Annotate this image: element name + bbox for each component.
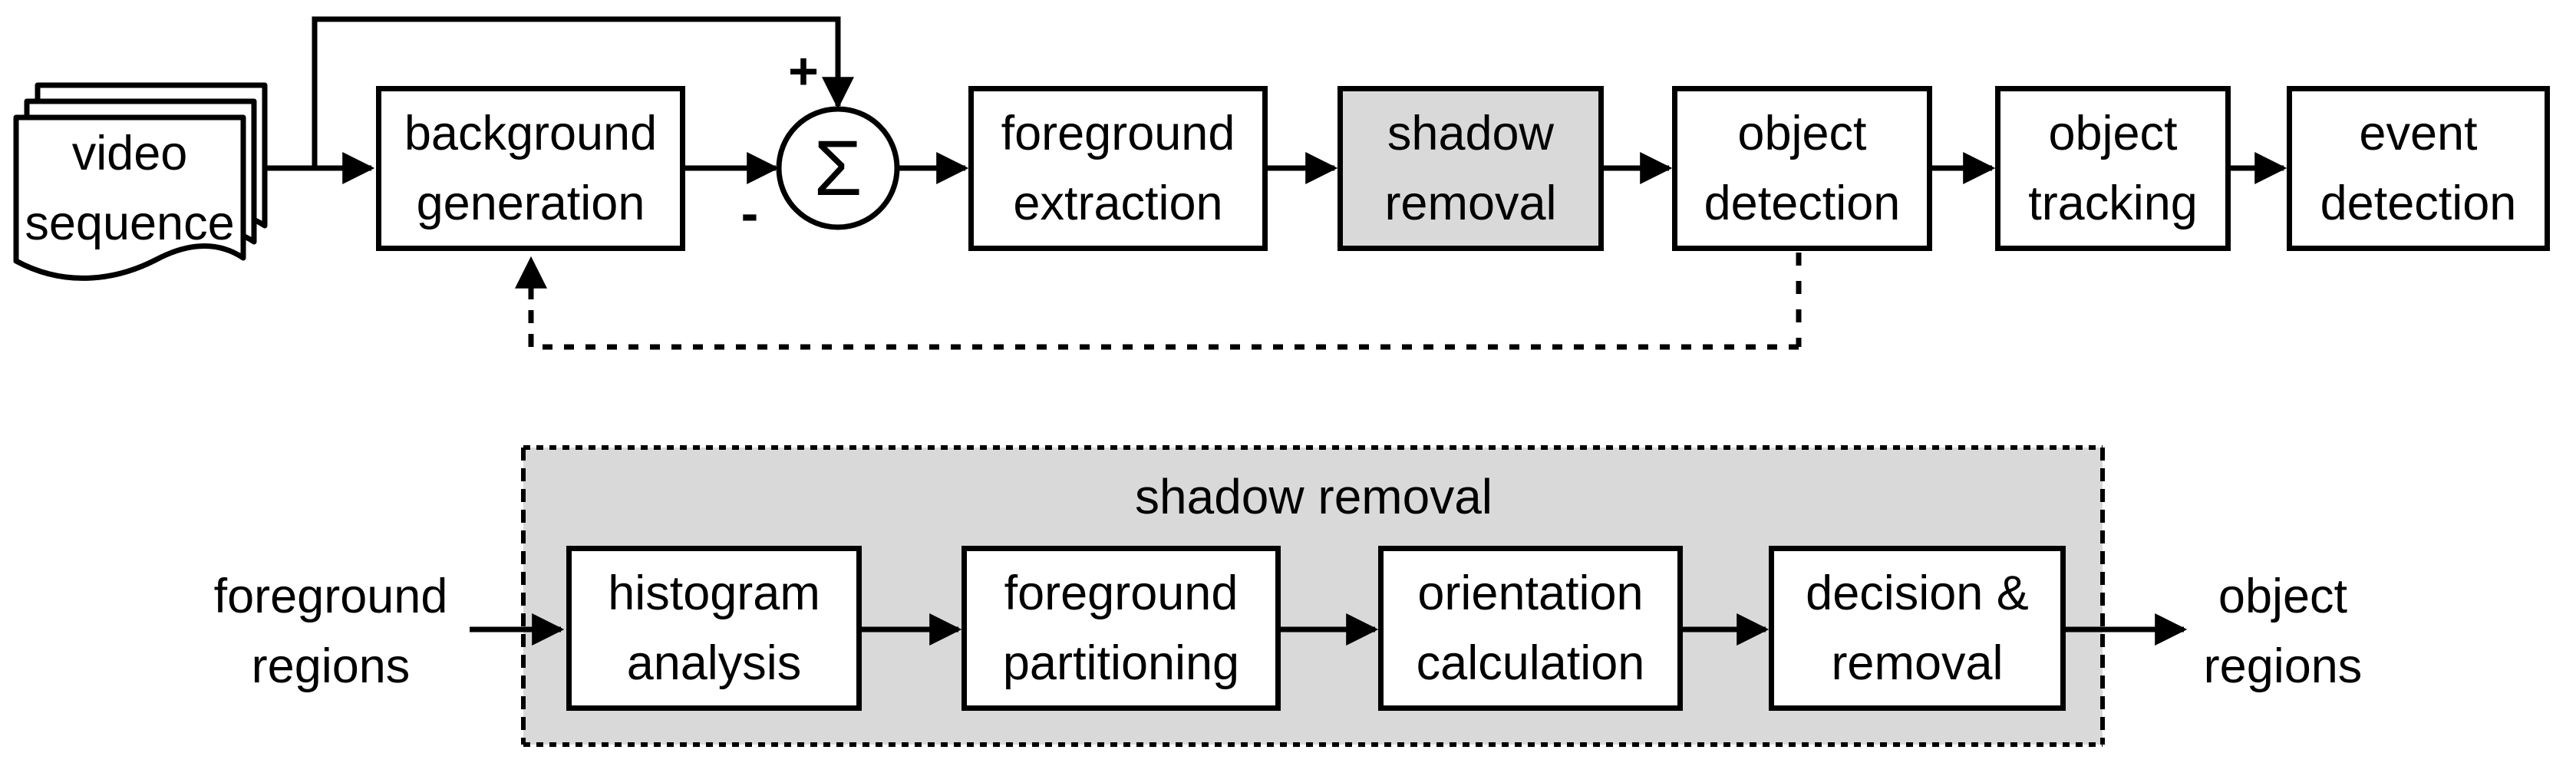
stage-object-tracking: object tracking (1995, 86, 2231, 251)
object-regions-label: object regions (2129, 540, 2436, 724)
stage-object-detection: object detection (1672, 86, 1932, 251)
stage-shadow-removal: shadow removal (1337, 86, 1604, 251)
step-histogram-analysis: histogram analysis (566, 546, 862, 711)
stage-event-detection: event detection (2287, 86, 2550, 251)
stage-foreground-extraction: foreground extraction (968, 86, 1268, 251)
stage-background-generation: background generation (376, 86, 685, 251)
step-decision-removal: decision & removal (1769, 546, 2066, 711)
sum-sigma-symbol: Σ (781, 111, 895, 225)
video-sequence-label: video sequence (16, 117, 243, 259)
foreground-regions-label: foreground regions (177, 540, 484, 724)
shadow-removal-container-title: shadow removal (1084, 469, 1544, 524)
dashed-feedback-path (531, 253, 1799, 347)
sum-minus-sign: - (717, 184, 782, 243)
step-foreground-partitioning: foreground partitioning (961, 546, 1281, 711)
step-orientation-calculation: orientation calculation (1378, 546, 1683, 711)
sum-plus-sign: + (771, 42, 836, 101)
